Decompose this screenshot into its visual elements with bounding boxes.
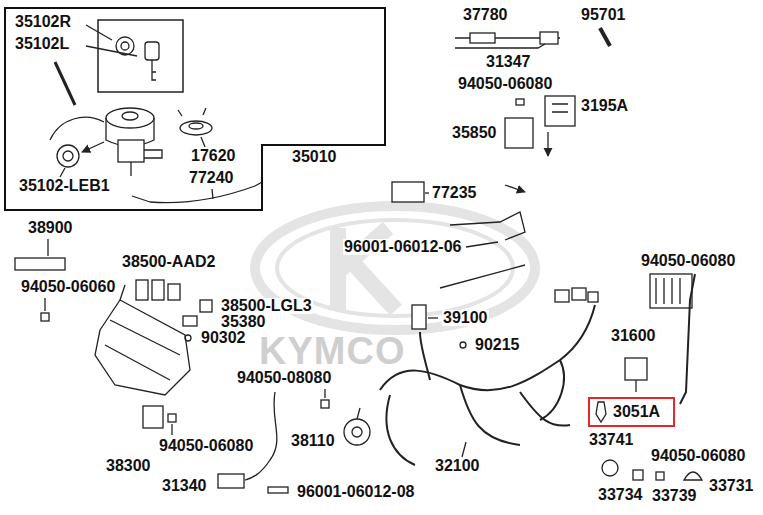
bolt — [41, 313, 49, 321]
callout-number: 35850 — [451, 125, 498, 141]
callout-number: 38300 — [105, 458, 152, 474]
relay — [168, 284, 180, 300]
part — [633, 470, 643, 480]
bolt — [168, 414, 176, 422]
key-set — [116, 37, 159, 80]
regulator — [650, 274, 692, 308]
callout-number: 31600 — [610, 328, 657, 344]
callout-number: 3195A — [580, 98, 629, 114]
frame-bracket — [95, 285, 190, 395]
callout-number: 38900 — [27, 220, 74, 236]
leader-line — [44, 298, 45, 311]
callout-number: 35380 — [220, 314, 267, 330]
wire-harness — [380, 305, 595, 465]
horn — [344, 419, 370, 445]
cable — [50, 117, 104, 140]
callout-number: 32100 — [434, 458, 481, 474]
callout-number: 94050-06080 — [650, 448, 746, 464]
leader-line — [324, 389, 325, 398]
cable — [450, 212, 525, 240]
switch — [412, 305, 426, 329]
callout-number: 94050-06080 — [640, 253, 736, 269]
callout-number: 77240 — [188, 170, 235, 186]
callout-number: 31347 — [485, 54, 532, 70]
leader-line — [425, 192, 429, 193]
leader-line — [428, 317, 438, 318]
bolt — [656, 472, 664, 480]
leader-line — [60, 168, 65, 177]
frame-outline — [5, 8, 385, 210]
leader-line — [86, 46, 137, 56]
callout-number: 33739 — [651, 488, 698, 504]
ground-wire — [680, 274, 695, 404]
callout-number: 96001-06012-08 — [296, 484, 415, 500]
bolt — [185, 335, 191, 341]
inset-box — [98, 20, 183, 92]
bolt — [600, 28, 610, 46]
relay — [152, 280, 164, 300]
key-blank — [55, 62, 75, 105]
callout-number: 35102-LEB1 — [18, 178, 111, 194]
cap — [178, 108, 212, 135]
callout-number: 90215 — [474, 337, 521, 353]
callout-number: 38500-AAD2 — [121, 254, 216, 270]
connector — [15, 258, 65, 270]
highlight-box: 3051A — [588, 397, 675, 427]
bolt — [268, 487, 288, 493]
callout-number: 31340 — [161, 478, 208, 494]
callout-number: 35102R — [14, 14, 72, 30]
cable — [440, 265, 525, 288]
lock-part — [392, 182, 424, 202]
plug-cap — [596, 402, 606, 422]
relay — [136, 280, 148, 300]
callout-number: 33731 — [708, 478, 755, 494]
cable-part — [455, 32, 560, 44]
callout-number: 38110 — [290, 433, 336, 449]
callout-number: 3051A — [612, 404, 661, 420]
leader-line — [201, 137, 205, 147]
callout-number: 17620 — [190, 148, 237, 164]
washer — [602, 460, 618, 476]
leader-line — [462, 442, 466, 457]
callout-number: 35102L — [14, 36, 70, 52]
dome-part — [684, 472, 702, 480]
leader-line — [171, 424, 172, 435]
callout-number: 38500-LGL3 — [220, 298, 313, 314]
leader-line — [466, 242, 498, 247]
callout-number: 94050-06080 — [158, 438, 254, 454]
cable — [150, 186, 255, 203]
leader-line — [47, 239, 48, 256]
sensor — [218, 474, 244, 488]
callout-number: 90302 — [200, 330, 247, 346]
ignition-switch — [106, 108, 162, 176]
part — [200, 300, 212, 312]
ignition-coil — [625, 358, 647, 380]
leader-line — [212, 189, 213, 199]
watermark: KYMCO — [258, 332, 406, 370]
callout-number: 77235 — [431, 185, 478, 201]
callout-number: 96001-06012-06 — [343, 239, 462, 255]
bolt — [321, 400, 329, 408]
callout-number: 94050-06080 — [457, 76, 553, 92]
callout-number: 33734 — [597, 487, 644, 503]
leader-line — [86, 25, 112, 40]
bolt — [516, 99, 524, 105]
assembly-frame: 35102R 35102L 17620 77240 35102-LEB1 — [5, 8, 385, 210]
wire — [455, 44, 545, 48]
relay — [505, 118, 533, 148]
part — [183, 316, 197, 326]
callout-number: 95701 — [580, 7, 627, 23]
sensor-wire — [245, 392, 277, 480]
part — [143, 406, 163, 428]
bolt — [460, 342, 466, 348]
callout-number: 35010 — [291, 149, 338, 165]
callout-number: 94050-08080 — [236, 370, 332, 386]
callout-number: 94050-06060 — [20, 279, 116, 295]
callout-number: 33741 — [588, 432, 635, 448]
callout-number: 39100 — [442, 310, 489, 326]
relay — [545, 96, 575, 126]
assembly-arrow — [82, 142, 104, 152]
washer — [57, 145, 79, 167]
callout-number: 37780 — [462, 7, 509, 23]
